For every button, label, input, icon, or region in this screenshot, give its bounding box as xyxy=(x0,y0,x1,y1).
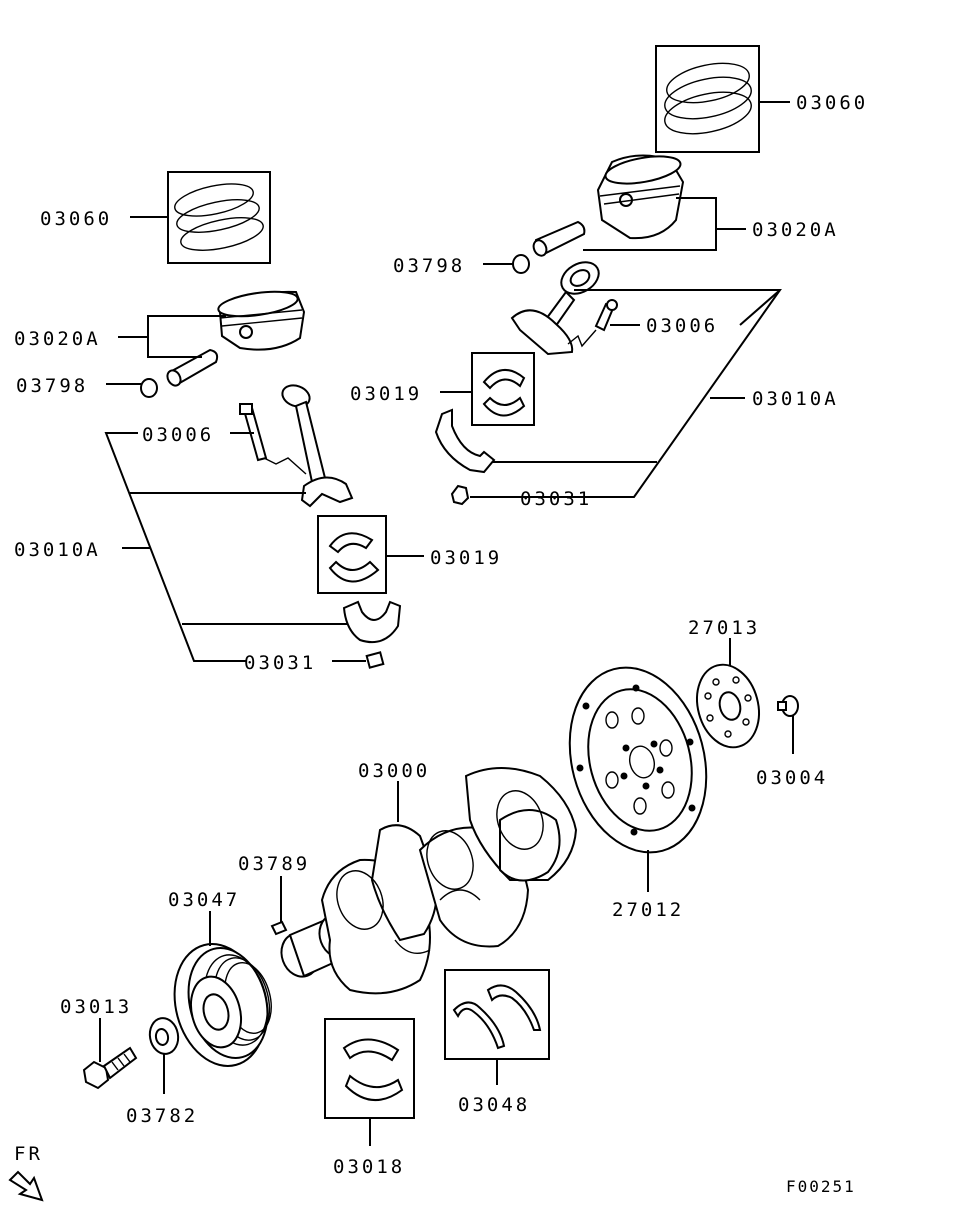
part-label-piston-right: 03020A xyxy=(752,219,839,241)
part-label-plate: 27013 xyxy=(688,617,760,639)
piston-pin-left[interactable] xyxy=(165,348,219,388)
piston-pin-right[interactable] xyxy=(531,220,586,258)
part-label-bearing-left: 03019 xyxy=(430,547,502,569)
front-direction-arrow xyxy=(8,1170,44,1202)
part-label-flywheel-bolt: 03004 xyxy=(756,767,828,789)
part-label-clip-left: 03798 xyxy=(16,375,88,397)
connecting-rod-left[interactable] xyxy=(279,382,354,508)
piston-right[interactable] xyxy=(596,152,685,240)
part-label-rings-left: 03060 xyxy=(40,208,112,230)
figure-code: F00251 xyxy=(786,1177,856,1196)
part-label-clip-right: 03798 xyxy=(393,255,465,277)
part-label-washer: 03782 xyxy=(126,1105,198,1127)
pulley-washer[interactable] xyxy=(147,1016,181,1056)
main-bearing[interactable] xyxy=(324,1018,415,1119)
piston-rings-left[interactable] xyxy=(167,171,271,264)
rod-bolt-right[interactable] xyxy=(594,299,618,332)
crankshaft-key[interactable] xyxy=(270,920,288,936)
part-label-rings-right: 03060 xyxy=(796,92,868,114)
rod-cap-left[interactable] xyxy=(342,600,402,644)
direction-label: FR xyxy=(14,1143,43,1165)
thrust-bearing[interactable] xyxy=(444,969,550,1060)
rod-cap-right[interactable] xyxy=(434,408,496,474)
rod-bearing-right[interactable] xyxy=(471,352,535,426)
part-label-pulley: 03047 xyxy=(168,889,240,911)
flywheel-bolt[interactable] xyxy=(777,695,799,717)
piston-clip-right[interactable] xyxy=(512,254,530,274)
part-label-key: 03789 xyxy=(238,853,310,875)
piston-rings-right[interactable] xyxy=(655,45,760,153)
crankshaft[interactable] xyxy=(276,767,578,995)
part-label-bolt-left: 03006 xyxy=(142,424,214,446)
part-label-bearing-right: 03019 xyxy=(350,383,422,405)
rod-nut-right[interactable] xyxy=(450,484,470,506)
flywheel[interactable] xyxy=(550,652,726,868)
part-label-nut-left: 03031 xyxy=(244,652,316,674)
part-label-thrust-bearing: 03048 xyxy=(458,1094,530,1116)
part-label-flywheel: 27012 xyxy=(612,899,684,921)
part-label-piston-left: 03020A xyxy=(14,328,101,350)
flywheel-plate[interactable] xyxy=(688,658,768,755)
part-label-rod-assy-right: 03010A xyxy=(752,388,839,410)
rod-bolt-left[interactable] xyxy=(239,403,268,462)
part-label-rod-assy-left: 03010A xyxy=(14,539,101,561)
part-label-nut-right: 03031 xyxy=(520,488,592,510)
piston-left[interactable] xyxy=(217,288,306,351)
piston-clip-left[interactable] xyxy=(140,378,158,398)
part-label-crankshaft: 03000 xyxy=(358,760,430,782)
part-label-bolt-right: 03006 xyxy=(646,315,718,337)
connecting-rod-right[interactable] xyxy=(510,256,604,356)
crankshaft-pulley[interactable] xyxy=(161,934,279,1077)
rod-bearing-left[interactable] xyxy=(317,515,387,594)
rod-nut-left[interactable] xyxy=(365,651,385,669)
part-label-pulley-bolt: 03013 xyxy=(60,996,132,1018)
pulley-bolt[interactable] xyxy=(82,1046,138,1090)
part-label-main-bearing: 03018 xyxy=(333,1156,405,1178)
